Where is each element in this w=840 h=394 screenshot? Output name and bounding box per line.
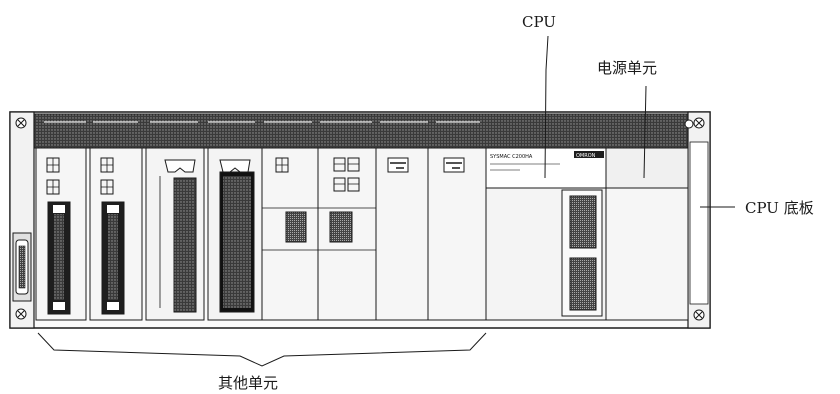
cpu-leader (544, 35, 549, 179)
io-module-5 (261, 147, 319, 321)
left-bracket (9, 111, 35, 329)
connector-port-icon (12, 232, 32, 302)
screw-icon (684, 119, 694, 129)
screw-icon (693, 309, 705, 321)
right-bracket (684, 111, 711, 329)
cpu-brand-text: OMRON (576, 153, 596, 159)
power-unit (605, 147, 689, 321)
screw-icon (15, 308, 27, 320)
label-cpu-backplane: CPU 底板 (745, 199, 814, 217)
label-cpu: CPU (522, 13, 556, 31)
power-unit-leader (643, 85, 647, 179)
screw-icon (15, 117, 27, 129)
leader-lines (544, 35, 735, 208)
label-power-unit: 电源单元 (597, 59, 657, 77)
io-module-4 (207, 147, 263, 321)
screw-icon (693, 117, 705, 129)
top-strip (33, 113, 689, 149)
io-module-7 (375, 147, 429, 321)
io-module-2 (89, 147, 143, 321)
label-other-units: 其他单元 (218, 374, 278, 392)
cpu-unit: SYSMAC C200HA OMRON (485, 147, 607, 321)
io-module-3 (145, 147, 205, 321)
io-module-6 (317, 147, 377, 321)
io-module-8 (427, 147, 487, 321)
io-module-1 (35, 147, 87, 321)
cpu-model-text: SYSMAC C200HA (490, 154, 533, 160)
other-units-brace (37, 332, 487, 367)
